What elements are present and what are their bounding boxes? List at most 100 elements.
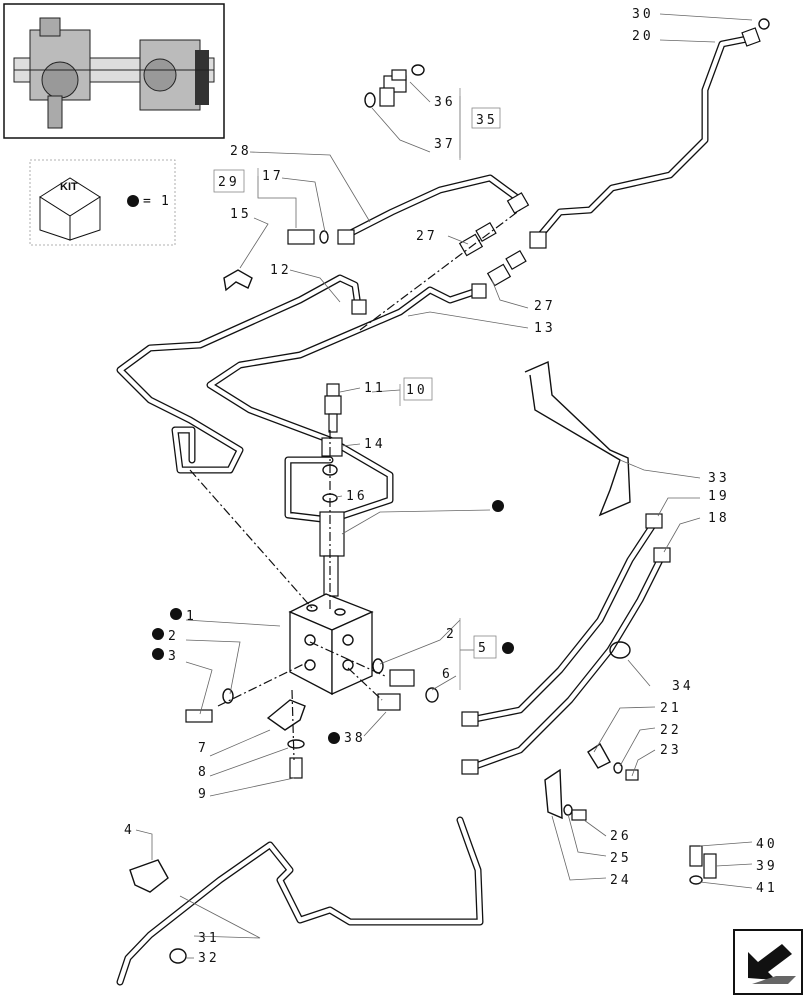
label-29[interactable]: 29 — [218, 175, 240, 190]
label-26[interactable]: 26 — [610, 829, 632, 844]
label-18[interactable]: 18 — [708, 511, 730, 526]
pipe-end-12[interactable] — [351, 299, 367, 315]
pipe-end-13[interactable] — [471, 283, 487, 299]
label-41[interactable]: 41 — [756, 881, 778, 896]
fittings-6-38[interactable] — [372, 658, 439, 711]
label-11[interactable]: 11 — [364, 381, 386, 396]
bolt-3[interactable] — [185, 688, 234, 723]
hose-end-28b[interactable] — [506, 192, 530, 214]
hose-28[interactable] — [341, 174, 524, 240]
leader-lines — [135, 13, 753, 959]
axle-thumbnail[interactable] — [3, 3, 225, 139]
arrow-down-left-icon — [748, 944, 796, 984]
fitting-30[interactable] — [741, 18, 770, 47]
label-12[interactable]: 12 — [270, 263, 292, 278]
label-27a[interactable]: 27 — [416, 229, 438, 244]
label-28[interactable]: 28 — [230, 144, 252, 159]
label-24[interactable]: 24 — [610, 873, 632, 888]
label-31[interactable]: 31 — [198, 931, 220, 946]
label-35[interactable]: 35 — [476, 113, 498, 128]
washer-8[interactable] — [287, 739, 305, 749]
label-3[interactable]: 3 — [168, 649, 179, 664]
label-40[interactable]: 40 — [756, 837, 778, 852]
hose-ends-18-19[interactable] — [461, 513, 671, 775]
label-7[interactable]: 7 — [198, 741, 209, 756]
label-38[interactable]: 38 — [344, 731, 366, 746]
kit-dot-icon — [502, 642, 514, 654]
label-20[interactable]: 20 — [632, 29, 654, 44]
label-2a[interactable]: 2 — [168, 629, 179, 644]
axle-thumbnail-drawing — [13, 17, 215, 129]
kit-dot-icon — [152, 648, 164, 660]
next-page-button[interactable] — [733, 929, 803, 995]
pipe-end-20[interactable] — [529, 231, 547, 249]
bolt-9[interactable] — [289, 757, 303, 779]
label-15[interactable]: 15 — [230, 207, 252, 222]
label-17[interactable]: 17 — [262, 169, 284, 184]
clip-4[interactable] — [129, 859, 169, 893]
label-22[interactable]: 22 — [660, 723, 682, 738]
kit-markers — [152, 500, 514, 744]
label-33[interactable]: 33 — [708, 471, 730, 486]
pipe-31[interactable] — [116, 816, 484, 986]
label-23[interactable]: 23 — [660, 743, 682, 758]
label-14[interactable]: 14 — [364, 437, 386, 452]
union-27b[interactable] — [486, 249, 527, 287]
kit-legend: KIT = 1 — [29, 159, 176, 246]
hose-19[interactable] — [466, 518, 659, 724]
label-4[interactable]: 4 — [124, 823, 135, 838]
hose-end-28[interactable] — [337, 229, 355, 245]
pipe-13[interactable] — [206, 286, 484, 524]
label-21[interactable]: 21 — [660, 701, 682, 716]
label-6[interactable]: 6 — [442, 667, 453, 682]
label-36[interactable]: 36 — [434, 95, 456, 110]
label-8[interactable]: 8 — [198, 765, 209, 780]
label-27b[interactable]: 27 — [534, 299, 556, 314]
bolts-39-40-41[interactable] — [689, 845, 717, 885]
bracket-24-25-26[interactable] — [544, 768, 587, 821]
kit-dot-icon — [152, 628, 164, 640]
label-5[interactable]: 5 — [478, 641, 489, 656]
kit-dot-icon — [492, 500, 504, 512]
label-30[interactable]: 30 — [632, 7, 654, 22]
label-37[interactable]: 37 — [434, 137, 456, 152]
pipe-20[interactable] — [534, 34, 756, 242]
pipes — [116, 34, 756, 986]
kit-box-icon — [39, 177, 101, 241]
label-32[interactable]: 32 — [198, 951, 220, 966]
label-1[interactable]: 1 — [186, 609, 197, 624]
kit-badge: KIT — [60, 181, 78, 193]
parts — [129, 18, 770, 964]
kit-dot-icon — [170, 608, 182, 620]
label-13[interactable]: 13 — [534, 321, 556, 336]
label-16[interactable]: 16 — [346, 489, 368, 504]
kit-quantity: 1 — [161, 194, 172, 209]
kit-equals: = — [143, 194, 154, 209]
assembly-lines — [189, 209, 521, 761]
hose-18[interactable] — [466, 552, 666, 772]
bracket-7[interactable] — [266, 699, 306, 731]
kit-dot-icon — [328, 732, 340, 744]
banjo-bolt-11[interactable] — [324, 383, 342, 433]
pipe-12[interactable] — [116, 274, 362, 474]
adapter-1[interactable] — [319, 511, 345, 597]
valve-block-1[interactable] — [288, 593, 374, 696]
label-9[interactable]: 9 — [198, 787, 209, 802]
label-10[interactable]: 10 — [406, 383, 428, 398]
label-2b[interactable]: 2 — [446, 627, 457, 642]
fitting-37[interactable] — [364, 87, 395, 108]
label-34[interactable]: 34 — [672, 679, 694, 694]
clamp-34[interactable] — [609, 641, 631, 659]
grommet-32[interactable] — [169, 948, 187, 964]
bracket-33[interactable] — [524, 360, 631, 517]
label-frames — [213, 88, 501, 690]
clip-15[interactable] — [223, 269, 253, 292]
label-39[interactable]: 39 — [756, 859, 778, 874]
part-labels: 30 20 36 35 37 28 29 17 15 27 12 27 13 1… — [124, 7, 778, 966]
label-25[interactable]: 25 — [610, 851, 632, 866]
banjo-14[interactable] — [321, 437, 343, 476]
kit-dot-icon — [127, 195, 139, 207]
label-19[interactable]: 19 — [708, 489, 730, 504]
fitting-17[interactable] — [287, 229, 329, 245]
